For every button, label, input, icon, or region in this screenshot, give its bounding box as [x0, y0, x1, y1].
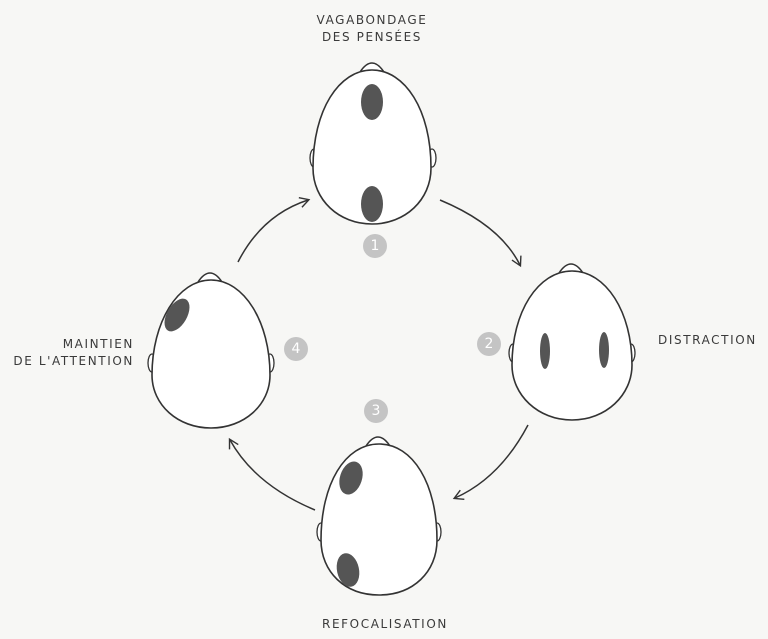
activity-spot-frontal-left: [339, 461, 363, 495]
label-thought-wandering: VAGABONDAGE DES PENSÉES: [302, 12, 442, 46]
label-line: DES PENSÉES: [321, 30, 423, 44]
label-refocusing: REFOCALISATION: [322, 617, 448, 631]
head-top: [309, 62, 437, 225]
activity-spot-right-lateral: [599, 332, 609, 368]
head-right: [508, 263, 636, 421]
arrow-3-to-4: [228, 437, 316, 511]
step-badge-2: 2: [477, 332, 501, 356]
head-bottom: [316, 436, 442, 596]
head-left: [147, 272, 275, 429]
activity-spot-frontal-left: [164, 298, 190, 332]
arrow-2-to-3: [452, 424, 529, 501]
step-badge-4: 4: [284, 337, 308, 361]
step-badge-1: 1: [363, 234, 387, 258]
activity-spot-occipital-left: [336, 553, 360, 587]
label-line: MAINTIEN: [62, 337, 134, 351]
arrow-1-to-2: [439, 199, 522, 268]
activity-spot-left-lateral: [540, 333, 550, 369]
label-line: VAGABONDAGE: [316, 13, 428, 27]
activity-spot-occipital: [361, 186, 383, 222]
step-badge-3: 3: [364, 399, 388, 423]
activity-spot-frontal: [361, 84, 383, 120]
label-distraction: DISTRACTION: [658, 333, 757, 347]
arrow-4-to-1: [237, 197, 311, 263]
label-line: DE L'ATTENTION: [13, 354, 134, 368]
label-attention-maintenance: MAINTIEN DE L'ATTENTION: [0, 336, 134, 370]
